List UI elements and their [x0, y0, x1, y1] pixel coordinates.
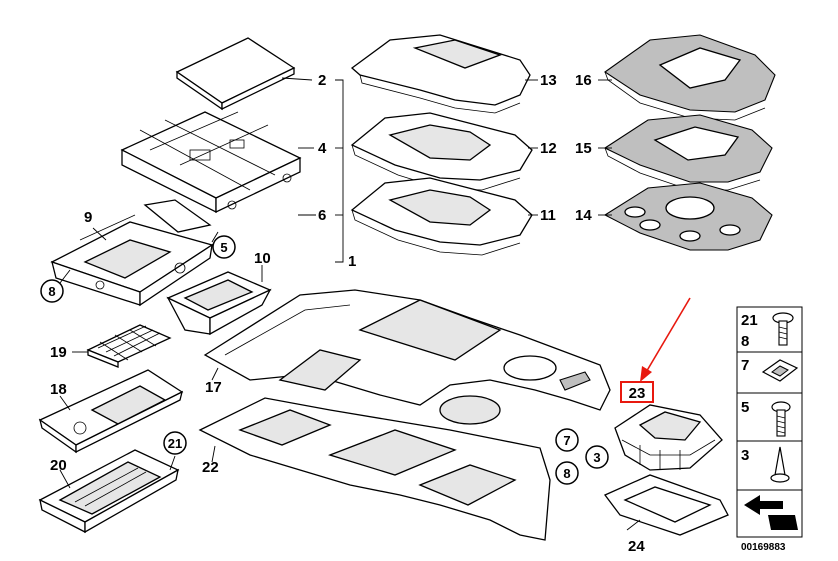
- callout-7: 7: [563, 433, 570, 448]
- callout-4: 4: [318, 140, 327, 157]
- callout-6: 6: [318, 207, 326, 224]
- callout-2: 2: [318, 72, 326, 89]
- part-14-cover: [603, 182, 773, 251]
- callout-8b: 8: [563, 466, 570, 481]
- part-13-cover: [350, 34, 531, 114]
- callout-labels: 2 4 6 1 13 12 11 16 15 14 9 10 19 18 20 …: [50, 72, 645, 555]
- callout-15: 15: [575, 140, 592, 157]
- callout-12: 12: [540, 140, 557, 157]
- callout-23: 23: [629, 385, 646, 402]
- part-17-console-trim: [203, 289, 611, 425]
- callout-10: 10: [254, 250, 271, 267]
- legend-8: 8: [741, 333, 749, 350]
- pin-icon: [770, 446, 790, 483]
- part-4-bracket: [120, 111, 302, 214]
- callout-21: 21: [168, 436, 182, 451]
- legend-7: 7: [741, 357, 749, 374]
- legend-21: 21: [741, 312, 758, 329]
- part-22-lower-trim: [198, 397, 551, 541]
- leader-lines: [59, 77, 641, 531]
- callout-23-highlight: 23: [620, 381, 654, 403]
- part-12-cover: [350, 112, 533, 191]
- highlight-arrow: [640, 297, 691, 382]
- part-19-ribbed-mat: [86, 324, 172, 368]
- legend-5: 5: [741, 399, 749, 416]
- callout-14: 14: [575, 207, 592, 224]
- part-16-cover: [604, 34, 776, 121]
- callout-1: 1: [348, 253, 356, 270]
- callout-20: 20: [50, 457, 67, 474]
- part-2-mat: [175, 37, 296, 111]
- arrow-symbol-icon: [740, 494, 799, 534]
- callout-9: 9: [84, 209, 92, 226]
- screw-icon: [772, 312, 794, 346]
- callout-13: 13: [540, 72, 557, 89]
- circled-callouts: 5 8 21 7 8 3: [40, 235, 609, 485]
- document-code: 00169883: [741, 542, 786, 553]
- part-10-cup-insert: [166, 271, 272, 336]
- legend-3: 3: [741, 447, 749, 464]
- callout-18: 18: [50, 381, 67, 398]
- part-11-cover: [350, 177, 533, 256]
- part-15-cover: [603, 114, 773, 191]
- callout-11: 11: [540, 207, 556, 224]
- callout-8: 8: [48, 284, 55, 299]
- part-23-holder: [614, 404, 723, 471]
- part-9-tray-bracket: [50, 199, 214, 307]
- callout-19: 19: [50, 344, 67, 361]
- callout-24: 24: [628, 538, 645, 555]
- callout-17: 17: [205, 379, 222, 396]
- callout-3: 3: [593, 450, 600, 465]
- screw-icon: [771, 401, 791, 437]
- clip-icon: [761, 359, 799, 382]
- callout-22: 22: [202, 459, 219, 476]
- callout-5: 5: [220, 240, 227, 255]
- part-20-large-tray: [38, 449, 180, 534]
- callout-16: 16: [575, 72, 592, 89]
- bracket-1: [335, 79, 344, 263]
- part-24-frame: [603, 474, 729, 536]
- part-18-tray: [38, 369, 184, 454]
- fastener-legend: 21 8 7 5 3: [736, 306, 803, 538]
